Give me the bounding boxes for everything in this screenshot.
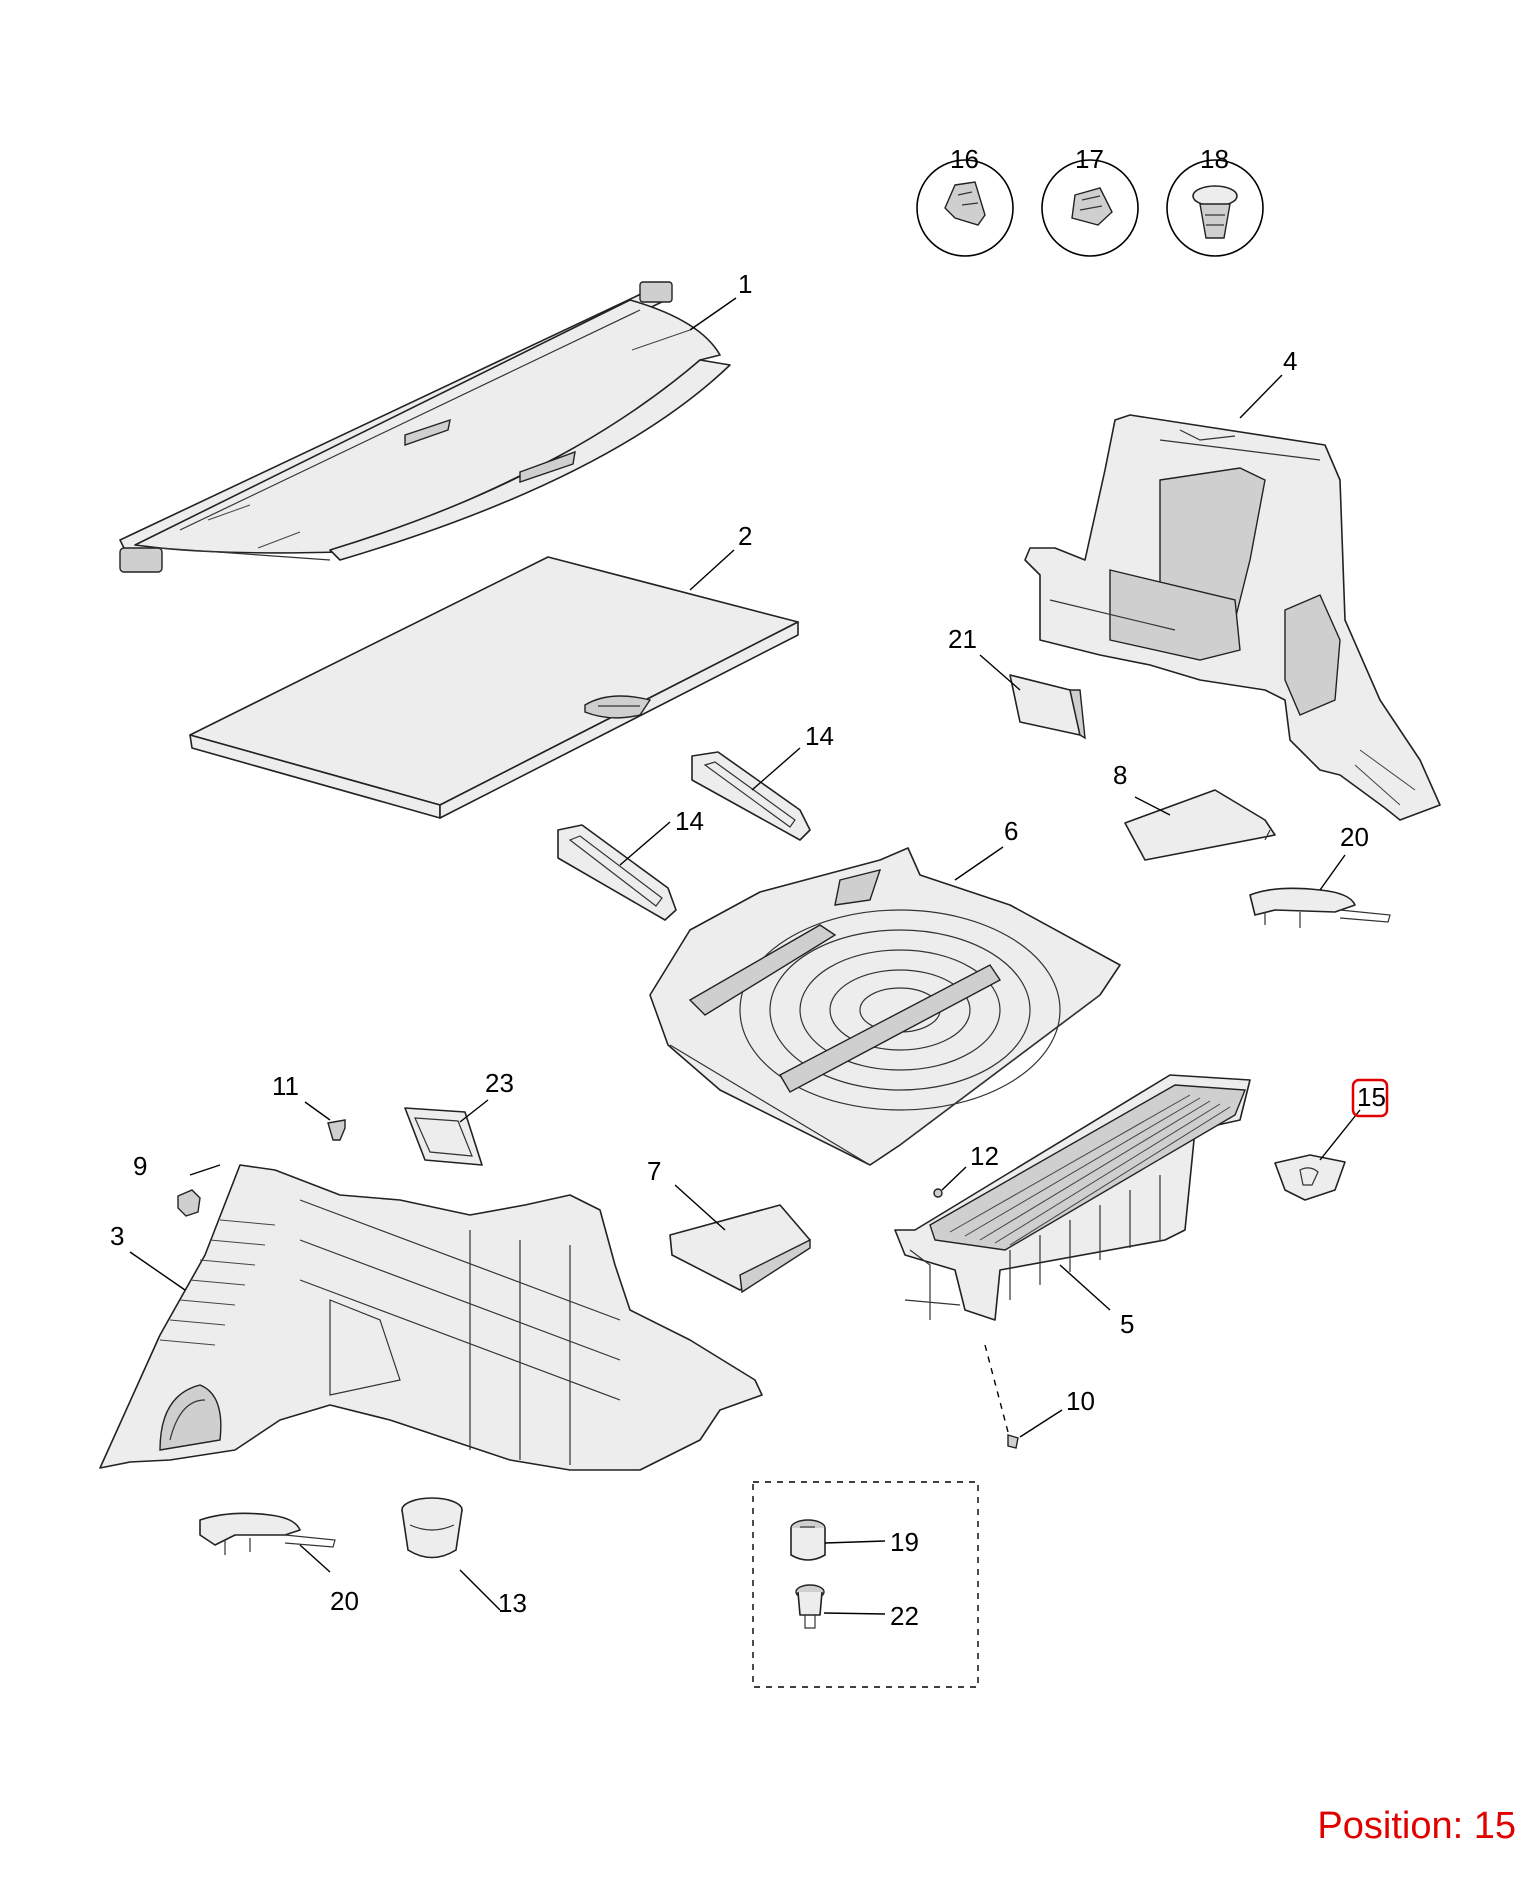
part-1-cargo-cover[interactable] (119, 281, 731, 573)
callout-9: 9 (133, 1151, 147, 1181)
callout-19: 19 (890, 1527, 919, 1557)
callout-1: 1 (738, 269, 752, 299)
callout-4: 4 (1283, 346, 1297, 376)
callout-5: 5 (1120, 1309, 1134, 1339)
part-5-rear-sill-panel[interactable] (894, 1074, 1251, 1321)
part-3-left-quarter-trim[interactable] (99, 1164, 763, 1471)
part-14-bracket-upper[interactable] (691, 751, 811, 841)
callout-7: 7 (647, 1156, 661, 1186)
part-8-trim-cover[interactable] (1124, 789, 1276, 861)
callout-15-highlight (1351, 1078, 1389, 1118)
callout-13: 13 (498, 1588, 527, 1618)
callout-6: 6 (1004, 816, 1018, 846)
part-7-trim-panel[interactable] (669, 1204, 811, 1294)
part-13-plug[interactable] (401, 1497, 463, 1559)
callout-16: 16 (950, 144, 979, 174)
part-22-socket-housing[interactable] (795, 1584, 825, 1629)
part-14-bracket-lower[interactable] (557, 824, 677, 921)
callout-23: 23 (485, 1068, 514, 1098)
callout-2: 2 (738, 521, 752, 551)
part-9-clip[interactable] (177, 1189, 201, 1217)
callout-15: 15 (1357, 1082, 1386, 1112)
part-12-screw[interactable] (933, 1188, 943, 1198)
part-10-screw[interactable] (1007, 1434, 1019, 1449)
callout-3: 3 (110, 1221, 124, 1251)
callout-8: 8 (1113, 760, 1127, 790)
part-15-cover-cap[interactable] (1274, 1154, 1346, 1201)
accessory-group-box (752, 1481, 979, 1688)
part-6-storage-tray[interactable] (649, 847, 1121, 1166)
leader-lines (129, 297, 1361, 1615)
callout-14-upper: 14 (805, 721, 834, 751)
part-18-push-pin[interactable] (1166, 159, 1264, 257)
part-21-trim-pad[interactable] (1009, 674, 1086, 740)
callout-17: 17 (1075, 144, 1104, 174)
part-11-screw[interactable] (327, 1119, 346, 1141)
part-2-load-floor[interactable] (189, 556, 799, 819)
part-20-cap-left[interactable] (199, 1512, 336, 1555)
part-23-access-cover[interactable] (404, 1107, 483, 1166)
callout-18: 18 (1200, 144, 1229, 174)
callout-20-right: 20 (1340, 822, 1369, 852)
part-4-right-quarter-trim[interactable] (1024, 414, 1441, 821)
callout-11: 11 (272, 1071, 299, 1101)
callout-22: 22 (890, 1601, 919, 1631)
callout-14-lower: 14 (675, 806, 704, 836)
part-16-clip[interactable] (916, 159, 1014, 257)
position-label: Position: 15 (1317, 1805, 1516, 1847)
part-20-cap-right[interactable] (1249, 887, 1391, 928)
callout-21: 21 (948, 624, 977, 654)
part-19-socket[interactable] (790, 1519, 826, 1561)
part-17-clip[interactable] (1041, 159, 1139, 257)
callout-12: 12 (970, 1141, 999, 1171)
callout-20-left: 20 (330, 1586, 359, 1616)
callout-10: 10 (1066, 1386, 1095, 1416)
